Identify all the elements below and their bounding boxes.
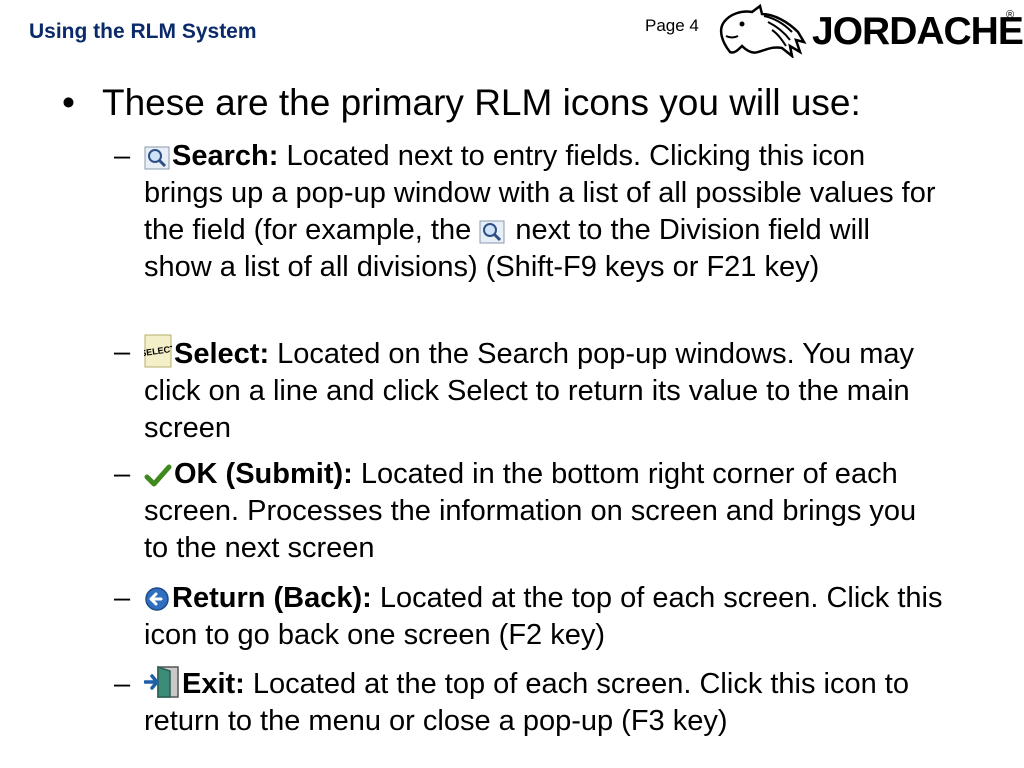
item-text: Located on the Search pop-up windows. Yo… [144,338,914,444]
dash: – [114,140,131,172]
item-label: Return (Back): [172,582,372,614]
exit-door-icon [144,666,180,698]
bullet-dot: • [62,82,75,123]
search-icon [479,220,505,244]
slide-title: Using the RLM System [29,20,257,43]
svg-text:SELECT: SELECT [144,344,172,359]
item-text: Located at the top of each screen. Click… [144,668,909,737]
checkmark-icon [144,464,172,488]
brand-name: JORDACHE [812,10,1024,53]
horse-head-icon [719,3,807,58]
item-text: Located next to entry fields. Clicking t… [144,140,936,246]
page-number: Page 4 [645,16,699,35]
item-label: Select: [174,338,270,370]
item-text: Located at the top of each screen. Click… [144,582,943,651]
item-text: next to the Division field will show a l… [144,214,870,283]
jordache-logo: JORDACHE ® [712,2,1024,60]
item-label: Search: [172,140,279,172]
dash: – [114,458,131,490]
registered-mark: ® [1006,9,1015,21]
back-arrow-icon [144,586,170,612]
dash: – [114,582,131,614]
item-label: OK (Submit): [174,458,353,490]
item-label: Exit: [182,668,245,700]
main-bullet-text: These are the primary RLM icons you will… [102,82,861,123]
select-icon: SELECT [144,334,172,368]
dash: – [114,336,131,368]
dash: – [114,668,131,700]
item-text: Located in the bottom right corner of ea… [144,458,917,564]
search-icon [144,146,170,170]
